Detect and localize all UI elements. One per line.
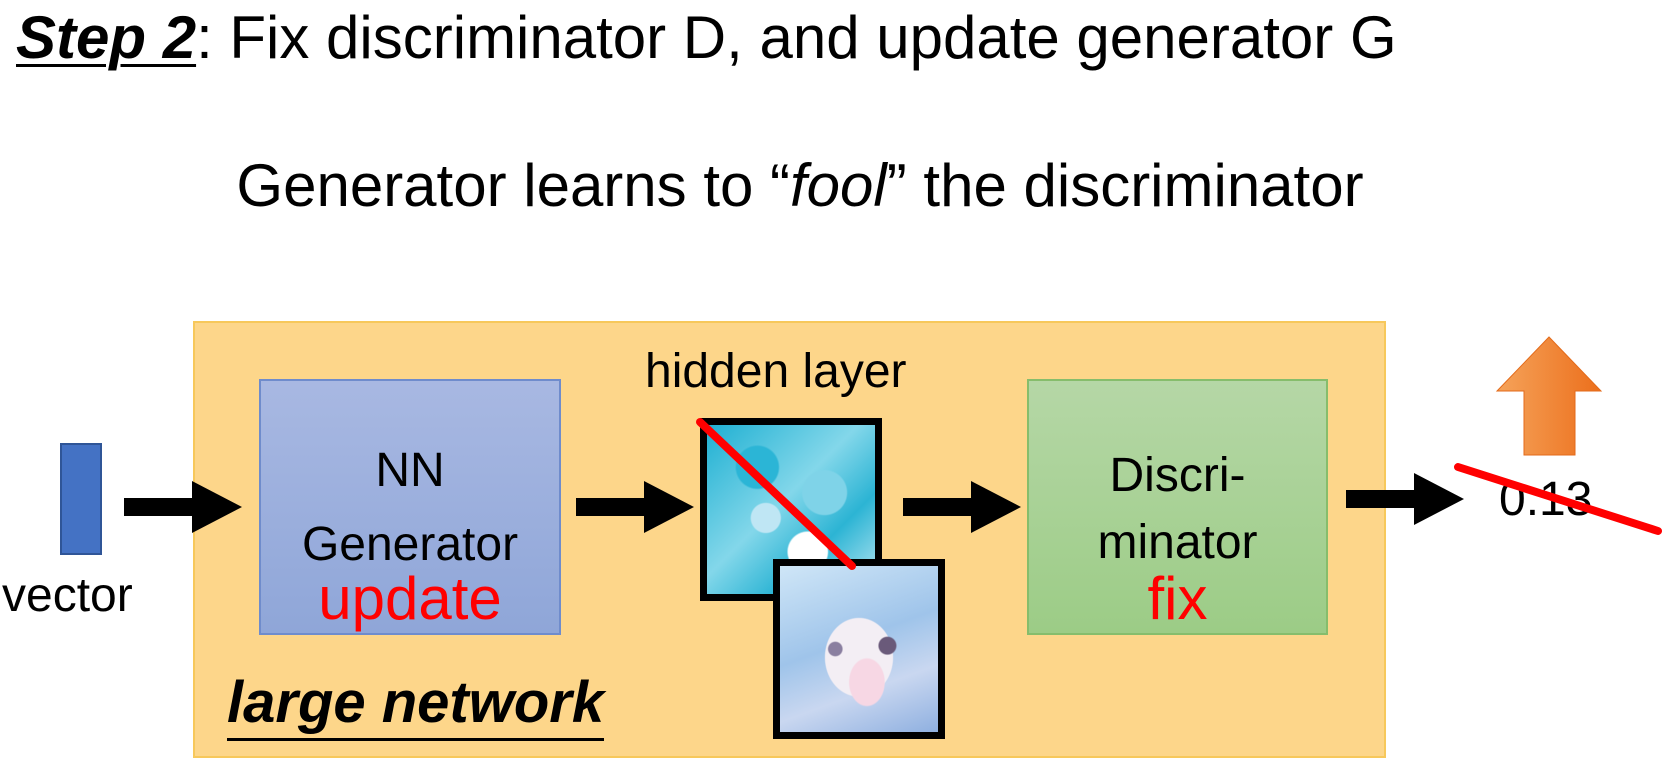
right-arrow-icon	[903, 481, 1021, 533]
right-arrow-icon	[1346, 473, 1464, 525]
slide-subtitle: Generator learns to “fool” the discrimin…	[0, 150, 1600, 222]
hidden-layer-label: hidden layer	[645, 345, 907, 398]
strike-line-score	[1454, 463, 1662, 535]
discriminator-status: fix	[1147, 565, 1208, 632]
subtitle-after: ” the discriminator	[886, 152, 1364, 219]
step-label: Step 2	[16, 4, 197, 71]
generator-label-line1: NN	[375, 444, 445, 497]
slide-title: Step 2: Fix discriminator D, and update …	[16, 2, 1397, 74]
input-vector-bar	[60, 443, 102, 555]
generator-status: update	[318, 565, 502, 632]
up-arrow-icon	[1495, 336, 1603, 456]
generated-image-updated	[773, 559, 945, 739]
right-arrow-icon	[576, 481, 694, 533]
strike-line-image	[696, 418, 856, 570]
generator-label-line2: Generator	[301, 518, 519, 571]
subtitle-before: Generator learns to “	[236, 152, 791, 219]
input-vector-label: vector	[2, 569, 133, 622]
discriminator-label-line2: minator	[1097, 516, 1258, 569]
large-network-label: large network	[227, 668, 605, 741]
discriminator-box: Discri- minator fix	[1027, 379, 1328, 635]
generator-box: NN Generator update	[259, 379, 561, 635]
discriminator-label-line1: Discri-	[1109, 449, 1246, 502]
subtitle-emphasis: fool	[790, 152, 887, 219]
title-text: : Fix discriminator D, and update genera…	[196, 4, 1397, 71]
right-arrow-icon	[124, 481, 242, 533]
